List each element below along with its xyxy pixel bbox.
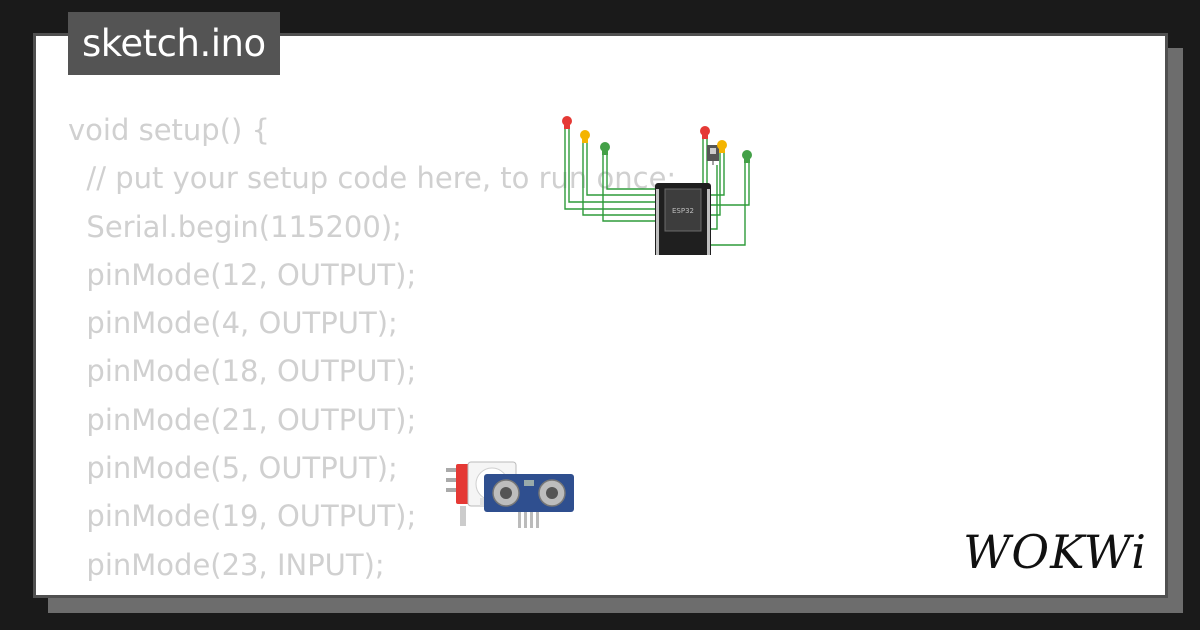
sensor-modules[interactable] [440,458,580,533]
esp32-board[interactable]: ESP32 [655,183,711,255]
led-group[interactable] [562,116,752,163]
board-pins [656,189,710,255]
led-yellow-left [580,130,590,143]
led-green-right [742,150,752,163]
preview-card: void setup() { // put your setup code he… [33,33,1168,598]
code-line: pinMode(19, OUTPUT); [68,499,417,534]
code-line: // put your setup code here, to run once… [68,161,677,196]
code-line: pinMode(12, OUTPUT); [68,257,417,292]
code-line: void setup() { [68,113,270,147]
code-editor[interactable]: void setup() { // put your setup code he… [68,106,677,598]
code-line: Serial.begin(115200); [68,209,402,244]
code-line: pinMode(4, OUTPUT); [68,306,398,341]
led-red-right [700,126,710,139]
led-yellow-right [717,140,727,153]
code-line: pinMode(5, OUTPUT); [68,451,398,486]
ultrasonic-sensor[interactable] [484,474,574,528]
code-line: pinMode(23, INPUT); [68,547,385,582]
file-tab[interactable]: sketch.ino [68,12,280,75]
led-red-left [562,116,572,129]
wokwi-logo: WOKWi [963,525,1147,579]
dht-sensor[interactable] [446,464,470,526]
esp32-circuit[interactable]: ESP32 [555,105,755,255]
board-label: ESP32 [672,207,694,215]
code-line: pinMode(18, OUTPUT); [68,354,417,389]
code-line: pinMode(21, OUTPUT); [68,402,417,437]
slide-switch[interactable] [707,145,719,165]
code-line: } [68,596,86,598]
led-green-left [600,142,610,155]
